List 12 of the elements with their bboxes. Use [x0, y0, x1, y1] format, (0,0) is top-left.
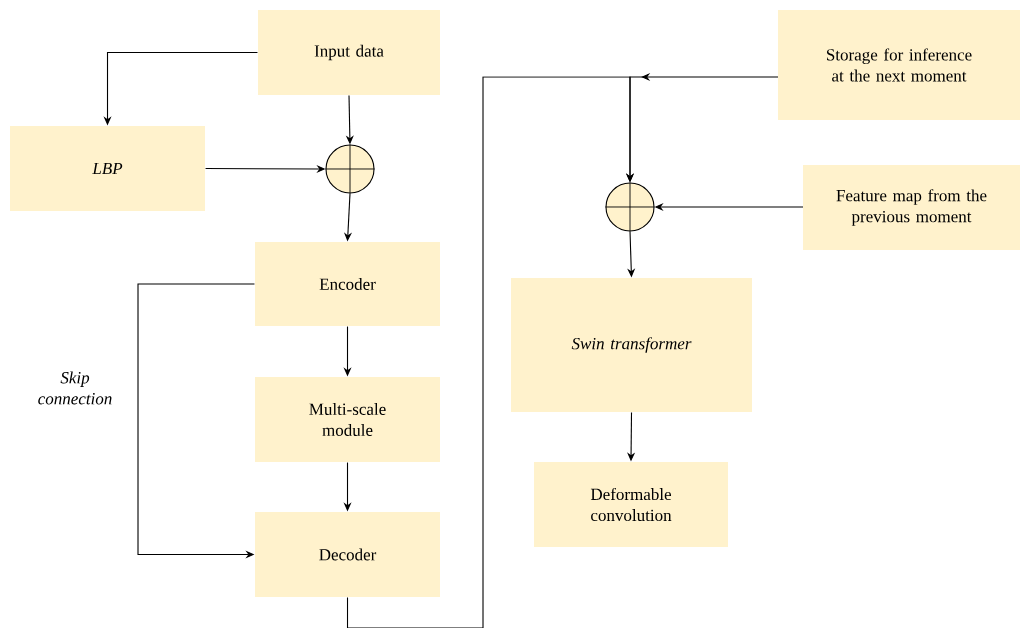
process-box: Decoder	[255, 512, 440, 597]
process-box: Deformable convolution	[534, 462, 728, 547]
process-box: Swin transformer	[511, 278, 752, 412]
process-box: Storage for inference at the next moment	[778, 10, 1020, 120]
summation-circle	[325, 144, 375, 194]
edge-label: Skip connection	[38, 371, 112, 405]
process-box: Multi-scale module	[255, 377, 440, 462]
process-box: Input data	[258, 10, 440, 95]
process-box: LBP	[10, 126, 205, 211]
summation-circle	[605, 182, 655, 232]
process-box: Feature map from the previous moment	[803, 165, 1020, 250]
process-box: Encoder	[255, 242, 440, 326]
